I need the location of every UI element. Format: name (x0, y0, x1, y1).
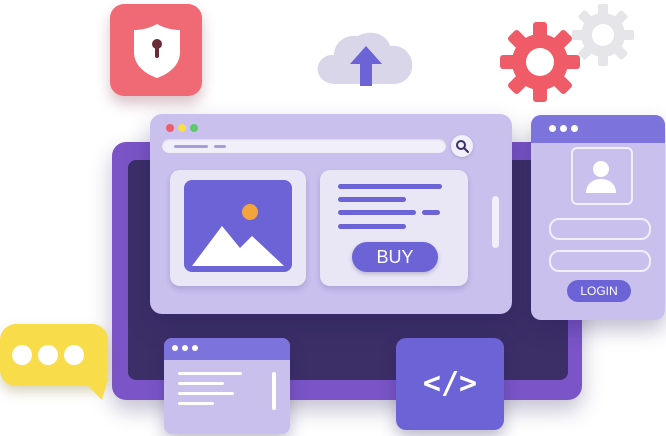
gear-icon (500, 22, 580, 102)
login-button[interactable]: LOGIN (567, 280, 631, 302)
lock-icon (134, 24, 180, 78)
address-text-line (214, 145, 226, 148)
buy-button[interactable]: BUY (352, 242, 438, 272)
text-line (422, 210, 440, 215)
window-dot (172, 345, 178, 351)
window-dot (571, 125, 578, 132)
user-icon (586, 161, 616, 193)
address-bar[interactable] (162, 139, 446, 153)
text-line (178, 402, 214, 405)
window-dot (549, 125, 556, 132)
text-line (178, 382, 224, 385)
window-maximize-dot[interactable] (190, 124, 198, 132)
password-field[interactable] (549, 250, 651, 272)
cloud-upload-icon (317, 32, 413, 86)
typing-dot (38, 345, 58, 365)
gear-icon (572, 4, 634, 66)
image-icon (192, 204, 284, 266)
window-dot (560, 125, 567, 132)
typing-dot (12, 345, 32, 365)
code-card: </> (396, 338, 504, 430)
window-dot (192, 345, 198, 351)
address-text-line (174, 145, 208, 148)
window-dot (182, 345, 188, 351)
text-line (338, 184, 442, 189)
text-line (178, 372, 242, 375)
text-line (338, 197, 406, 202)
code-icon: </> (422, 366, 478, 401)
username-field[interactable] (549, 218, 651, 240)
text-line (338, 224, 406, 229)
window-minimize-dot[interactable] (178, 124, 186, 132)
chat-icon (80, 378, 108, 400)
scrollbar[interactable] (272, 372, 276, 410)
typing-dot (64, 345, 84, 365)
scrollbar[interactable] (492, 196, 499, 248)
small-window-header (164, 338, 290, 360)
window-close-dot[interactable] (166, 124, 174, 132)
search-icon (456, 140, 469, 153)
text-line (338, 210, 416, 215)
text-line (178, 392, 234, 395)
